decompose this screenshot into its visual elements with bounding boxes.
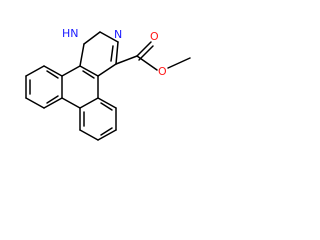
double-bond <box>46 70 59 79</box>
bond <box>167 57 191 69</box>
bond <box>97 97 117 109</box>
bond <box>25 97 45 109</box>
double-bond <box>100 102 113 111</box>
bond <box>99 31 119 43</box>
bond <box>83 31 101 45</box>
bond <box>79 43 85 67</box>
bond <box>115 55 138 65</box>
ester-group <box>115 41 191 71</box>
bond <box>115 41 119 65</box>
bond <box>25 65 45 77</box>
bond <box>97 63 117 77</box>
bond <box>43 97 63 109</box>
bond <box>79 129 99 141</box>
bottom-benzene-ring <box>79 97 117 141</box>
bond <box>136 55 158 71</box>
methyl-phenanthropyrazole-carboxylate-structure: HN N O O <box>25 27 191 141</box>
bond <box>79 97 99 109</box>
double-bond <box>100 127 113 136</box>
n-label: N <box>114 28 122 41</box>
carbonyl-oxygen-label: O <box>150 30 159 43</box>
bond <box>97 129 117 141</box>
double-bond <box>82 70 95 79</box>
double-bond <box>46 95 59 104</box>
bond <box>79 65 99 77</box>
left-benzene-ring <box>25 65 63 109</box>
bond <box>43 65 63 77</box>
central-ring <box>61 65 99 109</box>
pyrazole-ring <box>79 31 119 77</box>
bond <box>136 41 152 57</box>
bond <box>61 65 81 77</box>
nh-label: HN <box>62 27 79 40</box>
ester-oxygen-label: O <box>158 65 167 78</box>
chemical-structure-stage: HN N O O <box>0 0 224 155</box>
double-bond <box>110 45 114 62</box>
double-bond <box>138 45 154 61</box>
bond <box>61 97 81 109</box>
